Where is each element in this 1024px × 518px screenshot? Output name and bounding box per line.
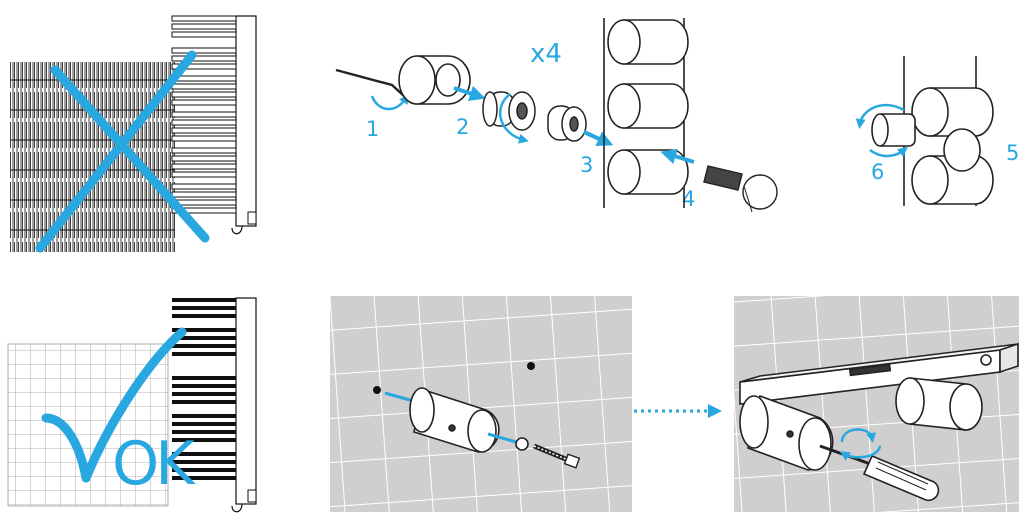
step-4-label: 4: [682, 187, 695, 211]
check-mark-icon: [41, 327, 187, 483]
wall-bracket: [409, 387, 500, 453]
drill-hole: [373, 386, 381, 394]
radiator-tube-section: [603, 18, 689, 208]
radiator-tube-closeup: [871, 56, 994, 206]
tiled-wall: [330, 296, 632, 512]
quantity-label: x4: [530, 39, 562, 69]
step-6-label: 6: [871, 160, 884, 184]
levelling-panel: [734, 296, 1019, 512]
ok-label: OK: [112, 429, 196, 499]
spirit-level-icon: [739, 342, 1019, 405]
right-panel: OK: [7, 297, 257, 513]
washer: [515, 437, 529, 451]
wall-bracket: [739, 377, 983, 471]
textured-wall: [10, 62, 175, 252]
threaded-sleeve: [482, 91, 536, 131]
wall-bracket-body: [398, 55, 471, 105]
step-5-label: 5: [1006, 141, 1019, 165]
cross-mark-icon: [35, 50, 210, 253]
wall-drilling-panel: [330, 296, 632, 512]
mounting-bolt: [703, 165, 778, 213]
drill-hole: [527, 362, 535, 370]
step-1-label: 1: [366, 117, 379, 141]
next-step-arrow: [634, 404, 722, 418]
towel-radiator: [171, 15, 257, 235]
towel-radiator: [172, 297, 257, 513]
wrong-panel: [10, 15, 257, 253]
step-2-label: 2: [456, 115, 469, 139]
bracket-assembly: x4 1 2 3 4: [335, 39, 695, 211]
allen-key-icon: [335, 68, 405, 97]
tiled-wall: [7, 343, 169, 507]
wall-screw: [533, 443, 581, 469]
cap-nut: [547, 105, 587, 142]
step-3-label: 3: [580, 153, 593, 177]
